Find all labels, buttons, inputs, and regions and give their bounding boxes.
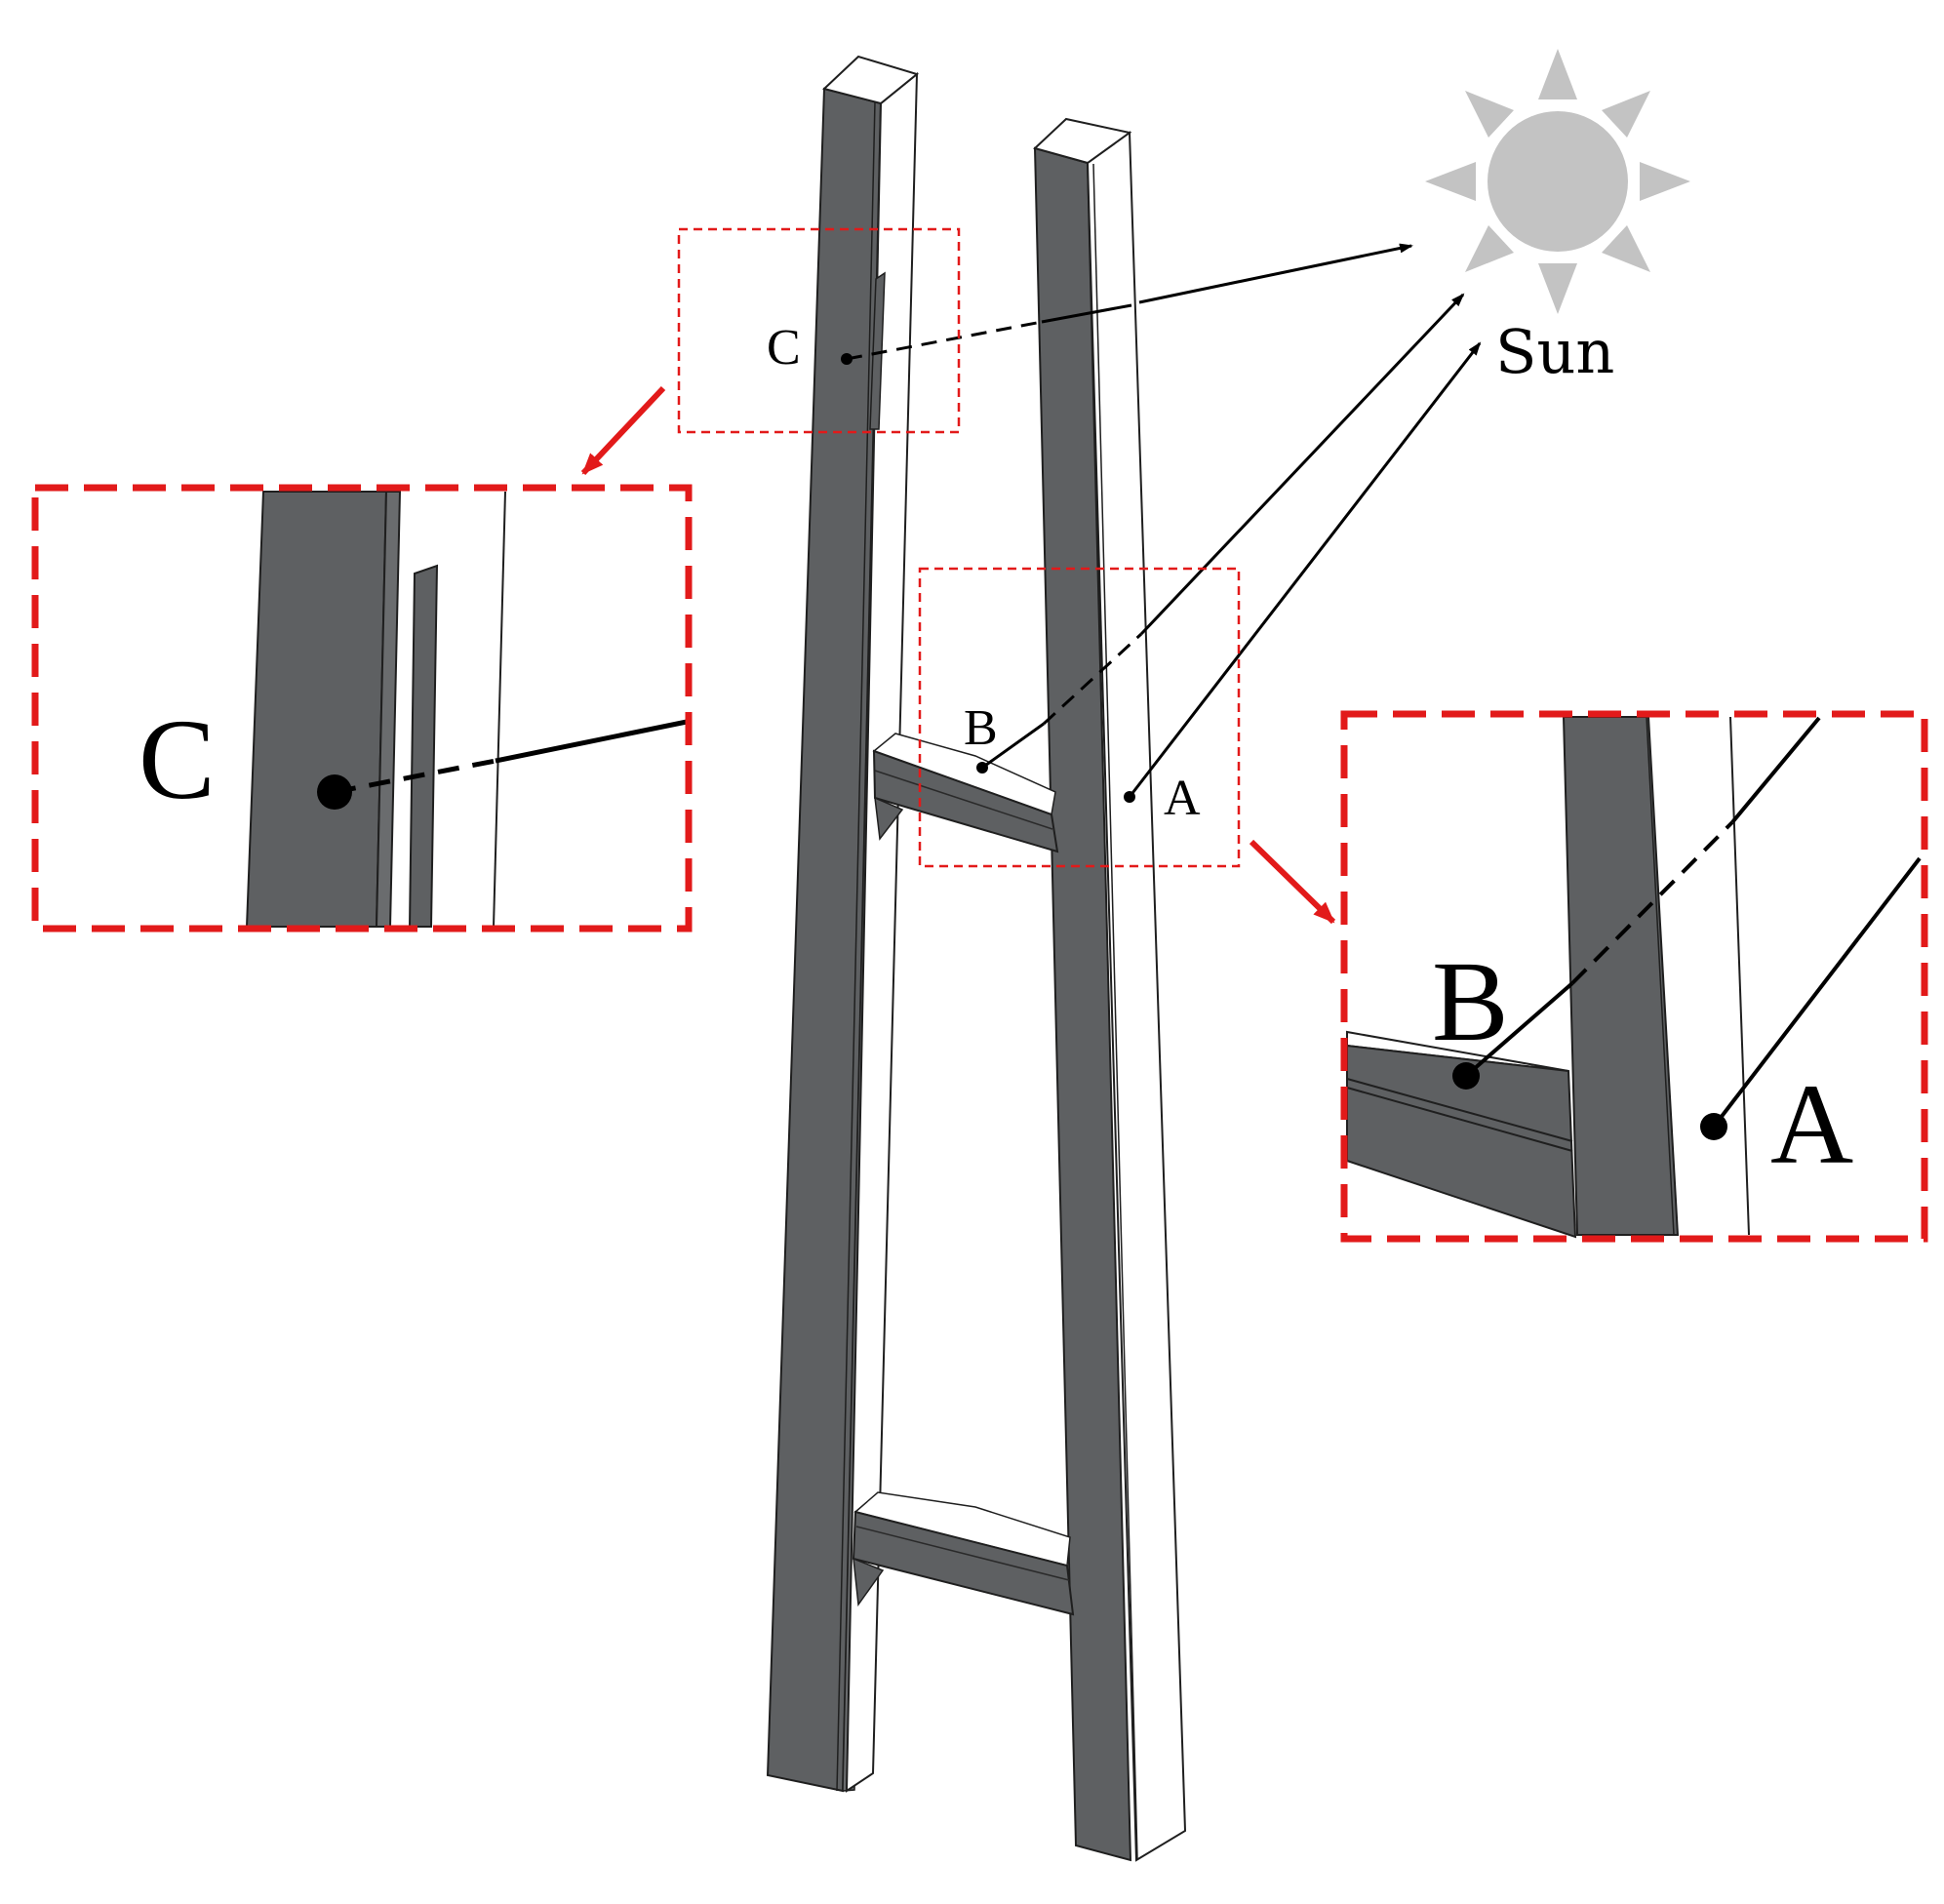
- zoom-ab-ray-b-hidden: [1570, 820, 1734, 985]
- zoom-c-ray-hidden: [334, 758, 496, 795]
- left-pylon-top-face: [821, 55, 920, 105]
- point-c-marker: [841, 353, 853, 365]
- zoom-inset-ab: B A: [1344, 714, 1924, 1239]
- zoom-ab-label-b: B: [1432, 937, 1509, 1065]
- zoom-ab-ray-b-lower: [1464, 981, 1574, 1078]
- zoom-ab-beam-groove-2: [1346, 1087, 1573, 1152]
- zoom-ab-ray-a: [1712, 856, 1922, 1129]
- highlight-box-ab: [918, 567, 1241, 868]
- ray-b-to-sun: [1139, 293, 1465, 636]
- highlight-box-c: [677, 227, 961, 434]
- ray-c-visible: [1041, 303, 1132, 324]
- zoom-c-ray-visible: [495, 719, 688, 764]
- zoom-ab-point-b-marker: [1452, 1062, 1480, 1090]
- right-pylon: [1033, 117, 1187, 1862]
- ray-a-to-sun: [1128, 341, 1482, 798]
- zoom-c-label: C: [139, 695, 216, 823]
- zoom-inset-c: C: [35, 488, 689, 929]
- ray-c-to-sun: [1138, 243, 1413, 304]
- bridge-tower: [766, 55, 1187, 1862]
- sun-icon: [1425, 49, 1690, 314]
- zoom-ab-point-a-marker: [1700, 1113, 1727, 1140]
- upper-beam-haunch: [874, 796, 904, 841]
- left-pylon-attachment-plate: [869, 271, 886, 430]
- zoom-arrow-c: [580, 385, 666, 476]
- right-pylon-top-face: [1033, 117, 1132, 165]
- zoom-ab-beam-groove-1: [1346, 1078, 1573, 1142]
- lower-beam-haunch: [853, 1557, 885, 1607]
- lower-beam-groove: [855, 1526, 1070, 1581]
- sun-label: Sun: [1495, 316, 1614, 387]
- zoom-c-attachment-plate: [408, 564, 439, 928]
- point-a-label: A: [1164, 771, 1201, 826]
- sun-rays: [846, 243, 1482, 798]
- right-pylon-edge-line: [1092, 163, 1138, 1860]
- zoom-inset-c-frame: [31, 484, 693, 932]
- zoom-ab-pylon-inner-line: [1646, 716, 1675, 1236]
- point-b-label: B: [964, 700, 998, 756]
- zoom-ab-beam-front: [1346, 1044, 1577, 1239]
- zoom-ab-ray-b-upper: [1730, 716, 1821, 824]
- left-pylon-edge-line: [836, 100, 876, 1792]
- zoom-c-pylon-shaded: [245, 491, 388, 928]
- point-a-marker: [1124, 791, 1135, 803]
- zoom-arrow-ab: [1249, 839, 1336, 925]
- zoom-ab-label-a: A: [1770, 1060, 1853, 1188]
- ray-b-visible-lower: [981, 722, 1045, 770]
- zoom-c-edge-line: [493, 491, 506, 928]
- left-pylon: [766, 55, 920, 1793]
- point-b-marker: [976, 762, 988, 774]
- lower-beam-front-face: [852, 1510, 1075, 1616]
- lower-cross-beam: [852, 1491, 1075, 1616]
- zoom-c-point-marker: [317, 774, 352, 810]
- upper-beam-groove: [874, 770, 1053, 830]
- zoom-inset-ab-frame: [1340, 710, 1928, 1243]
- point-c-label: C: [767, 320, 801, 376]
- ray-c-hidden: [846, 320, 1043, 361]
- zoom-ab-edge-line: [1729, 716, 1750, 1236]
- ray-b-hidden: [1042, 632, 1143, 726]
